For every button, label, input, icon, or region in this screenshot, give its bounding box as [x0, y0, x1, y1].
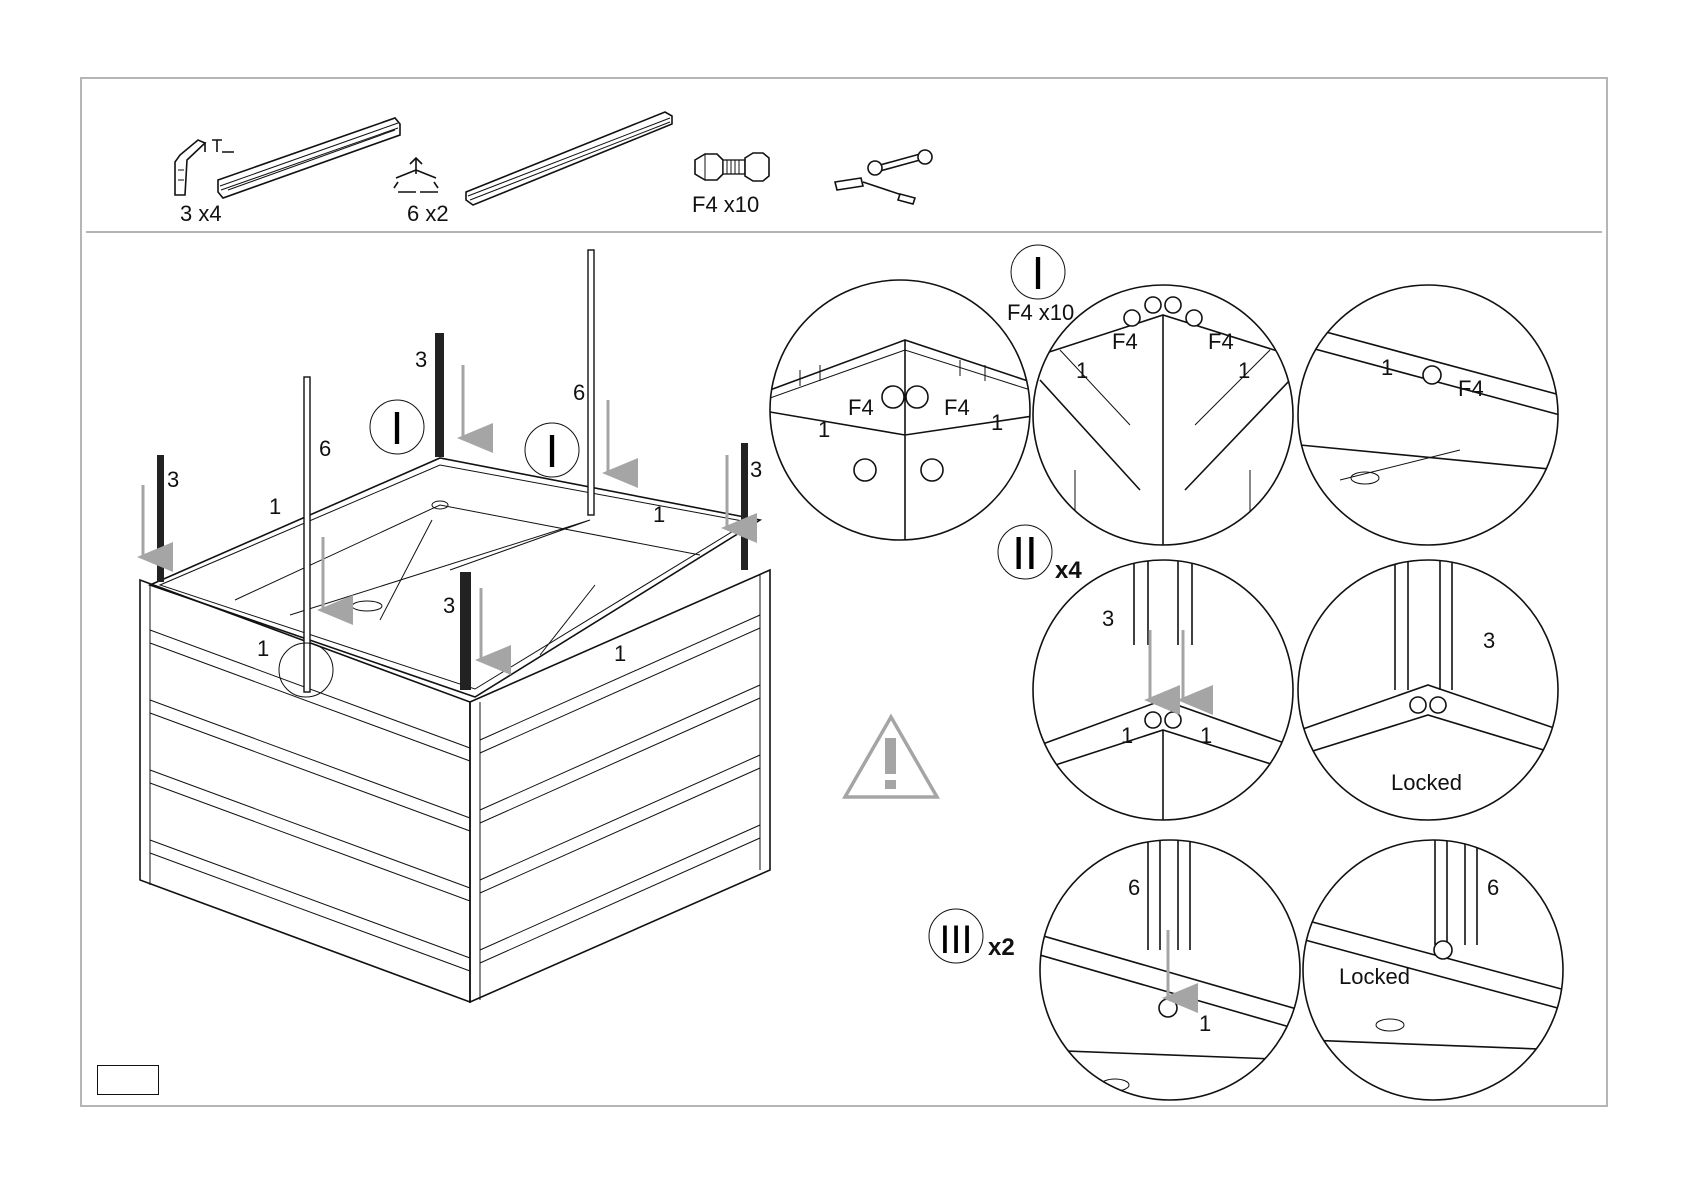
d4-panel-right: 1 — [1200, 723, 1212, 748]
step-mark-2: I — [525, 423, 579, 477]
d3-panel: 1 — [1381, 355, 1393, 380]
step-3-mult: x2 — [988, 934, 1015, 961]
label-panel-1a: 1 — [269, 494, 281, 519]
svg-text:I: I — [546, 425, 559, 477]
label-post-3c: 3 — [750, 457, 762, 482]
d6-post: 6 — [1128, 875, 1140, 900]
label-post-3b: 3 — [415, 347, 427, 372]
step-2-mult: x4 — [1055, 557, 1082, 584]
d5-post: 3 — [1483, 628, 1495, 653]
screwdriver-icon — [835, 178, 915, 204]
step-1-badge: I — [1011, 245, 1065, 299]
label-post-6b: 6 — [573, 380, 585, 405]
d3-bolt: F4 — [1458, 376, 1484, 401]
label-panel-1b: 1 — [653, 502, 665, 527]
detail-post-insert — [1033, 560, 1293, 830]
d1-bolt-right: F4 — [944, 395, 970, 420]
label-post-3a: 3 — [167, 467, 179, 492]
part-t-post — [394, 112, 672, 205]
label-post-3d: 3 — [443, 593, 455, 618]
label-post-6a: 6 — [319, 436, 331, 461]
label-panel-1c: 1 — [257, 636, 269, 661]
svg-text:II: II — [1012, 527, 1038, 579]
d5-status: Locked — [1391, 770, 1462, 795]
t-post-qty: 6 x2 — [407, 201, 449, 226]
svg-text:I: I — [1032, 247, 1045, 299]
svg-text:I: I — [391, 402, 404, 454]
detail-panel-bolt — [1298, 285, 1560, 545]
d2-panel-right: 1 — [1238, 358, 1250, 383]
svg-text:III: III — [939, 918, 972, 962]
d2-panel-left: 1 — [1076, 358, 1088, 383]
bolt-icon — [695, 153, 769, 181]
part-corner-post — [175, 118, 400, 198]
label-panel-1d: 1 — [614, 641, 626, 666]
step-1-qty: F4 x10 — [1007, 300, 1074, 325]
d7-status: Locked — [1339, 964, 1410, 989]
d6-panel: 1 — [1199, 1011, 1211, 1036]
d2-bolt-left: F4 — [1112, 329, 1138, 354]
step-mark-1: I — [370, 400, 424, 454]
d1-bolt-left: F4 — [848, 395, 874, 420]
step-3-badge: III — [929, 909, 983, 963]
d4-post: 3 — [1102, 606, 1114, 631]
planter-box-assembly — [140, 250, 770, 1002]
wrench-icon — [868, 150, 932, 175]
detail-corner-top — [1033, 285, 1293, 560]
d2-bolt-right: F4 — [1208, 329, 1234, 354]
bolt-qty: F4 x10 — [692, 192, 759, 217]
d1-panel-right: 1 — [991, 410, 1003, 435]
d1-panel-left: 1 — [818, 417, 830, 442]
detail-tpost-insert — [1040, 840, 1300, 1100]
d4-panel-left: 1 — [1121, 723, 1133, 748]
step-2-badge: II — [998, 525, 1052, 579]
d7-post: 6 — [1487, 875, 1499, 900]
warning-icon — [845, 717, 937, 797]
corner-post-qty: 3 x4 — [180, 201, 222, 226]
